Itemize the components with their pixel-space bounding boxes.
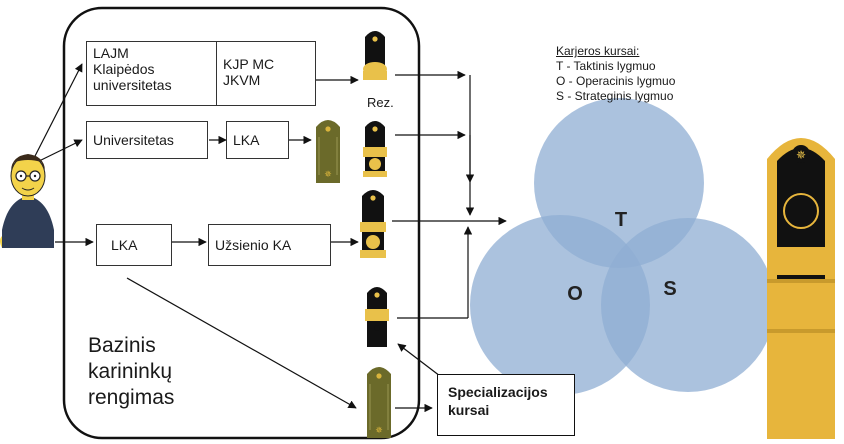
venn-circle-o xyxy=(470,215,650,395)
venn-label-o: O xyxy=(567,283,583,305)
box-uzsienio-ka: Užsienio KA xyxy=(208,224,331,266)
svg-text:✵: ✵ xyxy=(796,148,806,162)
shoulder-board-navy-1 xyxy=(363,31,387,80)
venn-diagram: T O S xyxy=(470,98,775,395)
person-avatar xyxy=(0,154,54,248)
box-lka-1: LKA xyxy=(226,121,289,159)
legend-item-t: T - Taktinis lygmuo xyxy=(556,59,656,73)
box-universitetas: Universitetas xyxy=(86,121,208,159)
box-lka-2: LKA xyxy=(96,224,172,266)
shoulder-board-navy-3 xyxy=(360,190,386,258)
legend-title: Karjeros kursai: xyxy=(556,44,640,58)
box-kjp: KJP MC JKVM xyxy=(216,41,316,106)
bazinis-label: Bazinis karininkų rengimas xyxy=(88,334,175,409)
shoulder-board-army-2: ✵ xyxy=(367,367,391,438)
venn-circle-s xyxy=(601,218,775,392)
shoulder-board-army-1: ✵ xyxy=(316,120,340,183)
shoulder-board-navy-4 xyxy=(365,287,389,347)
svg-text:✵: ✵ xyxy=(375,426,383,436)
rez-label: Rez. xyxy=(367,95,394,110)
svg-text:✵: ✵ xyxy=(324,170,332,180)
legend-item-s: S - Strateginis lygmuo xyxy=(556,89,674,103)
basic-training-frame xyxy=(62,6,421,440)
legend: Karjeros kursai: T - Taktinis lygmuo O -… xyxy=(556,44,675,104)
box-lajm: LAJM Klaipėdos universitetas xyxy=(86,41,217,106)
venn-label-s: S xyxy=(663,278,676,300)
venn-label-t: T xyxy=(615,209,627,231)
box-specializacijos: Specializacijos kursai xyxy=(437,374,575,436)
legend-item-o: O - Operacinis lygmuo xyxy=(556,74,676,88)
shoulder-board-navy-2 xyxy=(363,121,387,177)
shoulder-board-admiral: ✵ xyxy=(767,138,835,439)
